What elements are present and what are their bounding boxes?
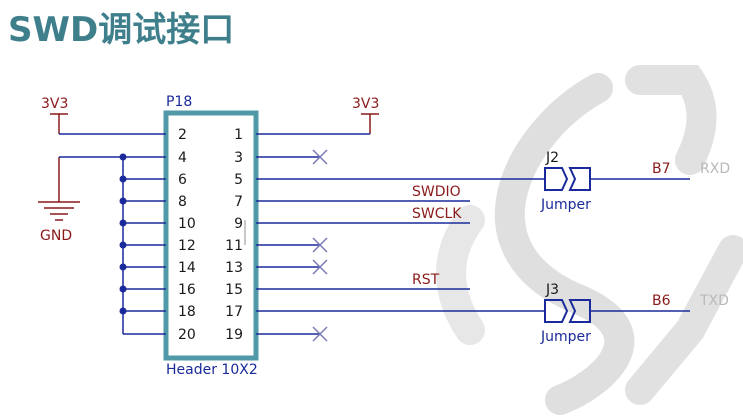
right-pin-numbers: 1 3 5 7 9 11 13 15 17 19 xyxy=(225,127,243,343)
no-connect-marks xyxy=(312,149,328,342)
pin-label: 13 xyxy=(225,260,243,276)
jumper-j2-signal: RXD xyxy=(700,161,730,177)
pin-label: 18 xyxy=(178,304,196,320)
pin-label: 15 xyxy=(225,282,243,298)
header-designator: P18 xyxy=(166,94,192,110)
jumper-j3-name: Jumper xyxy=(540,329,591,345)
junction-dots xyxy=(119,153,127,315)
pin-label: 4 xyxy=(178,150,187,166)
pin-label: 2 xyxy=(178,127,187,143)
pin-label: 11 xyxy=(225,238,243,254)
pin-label: 5 xyxy=(234,172,243,188)
pin-label: 10 xyxy=(178,216,196,232)
jumper-j2-symbol xyxy=(544,167,591,191)
jumper-j3-signal: TXD xyxy=(699,293,729,309)
jumper-j3-symbol xyxy=(544,299,591,323)
jumper-j2-designator: J2 xyxy=(545,150,559,166)
pin-label: 6 xyxy=(178,172,187,188)
pin-label: 8 xyxy=(178,194,187,210)
pin-label: 9 xyxy=(234,216,243,232)
jumper-j2-port: B7 xyxy=(652,161,671,177)
net-label-swclk: SWCLK xyxy=(412,206,462,222)
gnd-symbol xyxy=(38,157,80,221)
header-name: Header 10X2 xyxy=(166,362,258,378)
jumper-j3-port: B6 xyxy=(652,293,671,309)
ground-bus xyxy=(59,156,166,335)
pin-label: 7 xyxy=(234,194,243,210)
net-label-rst: RST xyxy=(412,272,440,288)
power-3v3-left xyxy=(50,113,68,134)
power-label-right: 3V3 xyxy=(352,96,379,112)
pin-label: 19 xyxy=(225,327,243,343)
pin-label: 3 xyxy=(234,150,243,166)
gnd-label: GND xyxy=(40,228,72,244)
no-connect-wires xyxy=(256,156,320,335)
net-label-swdio: SWDIO xyxy=(412,184,461,200)
power-3v3-right xyxy=(361,113,379,134)
pin-label: 20 xyxy=(178,327,196,343)
pin-label: 17 xyxy=(225,304,243,320)
jumper-j2-name: Jumper xyxy=(540,197,591,213)
left-pin-numbers: 2 4 6 8 10 12 14 16 18 20 xyxy=(178,127,196,343)
header-outline xyxy=(163,110,259,361)
signal-wires xyxy=(244,178,690,312)
power-label-left: 3V3 xyxy=(41,96,68,112)
pin-label: 16 xyxy=(178,282,196,298)
jumper-j3-designator: J3 xyxy=(545,282,559,298)
pin-label: 1 xyxy=(234,127,243,143)
page-title: SWD调试接口 xyxy=(8,10,235,50)
pin-label: 14 xyxy=(178,260,196,276)
watermark-logo xyxy=(436,65,743,415)
pin-label: 12 xyxy=(178,238,196,254)
